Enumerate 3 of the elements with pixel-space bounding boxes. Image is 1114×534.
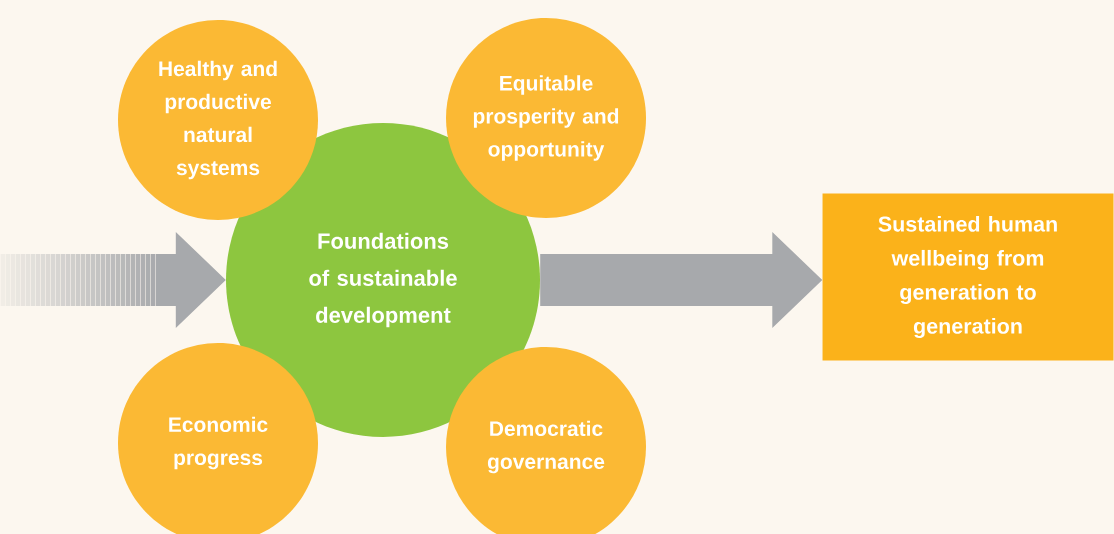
gradient-arrow bbox=[0, 232, 226, 328]
arrow bbox=[540, 232, 823, 328]
outcome-box: Sustained human wellbeing from generation to generation bbox=[822, 193, 1114, 361]
